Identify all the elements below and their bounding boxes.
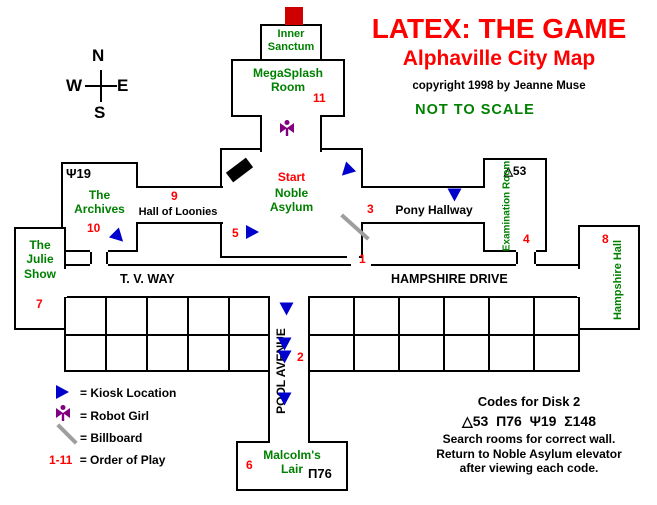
legend-order-label: = Order of Play: [79, 453, 166, 467]
grid-divider: [146, 296, 148, 372]
wall-code-malcolms-lair: Π76: [308, 466, 332, 481]
legend-billboard-label: = Billboard: [80, 431, 143, 445]
grid-divider: [533, 296, 535, 372]
compass-south-label: S: [94, 103, 106, 122]
door-gap: [516, 263, 536, 267]
codes-line: △53 Π76 Ψ19 Σ148: [461, 412, 597, 429]
room-megasplash: [231, 59, 345, 117]
door-gap: [516, 249, 536, 253]
kiosk-icon: [277, 392, 292, 406]
elevator-red-square-marker: [285, 7, 303, 25]
grid-divider: [443, 296, 445, 372]
pool-avenue-wall-left: [268, 370, 270, 443]
corridor-label-hall-of-loonies: Hall of Loonies: [138, 206, 218, 218]
kiosk-icon: [279, 302, 294, 316]
grid-divider: [353, 296, 355, 372]
codes-note-3: after viewing each code.: [459, 461, 599, 476]
corridor-hall-of-loonies: [136, 186, 223, 224]
room-label-noble-asylum: Noble Asylum: [269, 186, 314, 215]
room-malcolms-lair: [236, 441, 348, 491]
order-marker-2: 2: [297, 350, 304, 364]
legend-robot-girl-label: = Robot Girl: [80, 409, 149, 423]
wall-code-examination: △53: [503, 164, 527, 178]
order-marker-10: 10: [87, 221, 101, 235]
room-label-julie-show: The Julie Show: [24, 238, 56, 281]
room-label-archives: The Archives: [74, 188, 125, 217]
order-marker-7: 7: [36, 297, 43, 311]
compass-east-label: E: [117, 76, 129, 95]
legend-order-range: 1-11: [49, 453, 73, 467]
grid-divider: [64, 334, 270, 336]
door-gap: [347, 255, 359, 259]
wall-code-archives: Ψ19: [66, 166, 91, 181]
grid-divider: [105, 296, 107, 372]
compass-north-label: N: [92, 46, 105, 65]
robot-girl-icon: [280, 120, 294, 136]
grid-divider: [228, 296, 230, 372]
door-gap: [63, 269, 67, 297]
page-title: LATEX: THE GAME: [371, 13, 627, 44]
kiosk-icon: [277, 337, 292, 351]
legend-kiosk-label: = Kiosk Location: [80, 386, 177, 400]
order-marker-8: 8: [602, 232, 609, 246]
codes-heading: Codes for Disk 2: [477, 394, 581, 409]
codes-block: Codes for Disk 2 △53 Π76 Ψ19 Σ148 Search…: [398, 394, 657, 476]
pool-avenue-wall-right: [308, 370, 310, 443]
legend-order-row: 1-11 = Order of Play: [49, 453, 165, 467]
door-gap: [90, 263, 108, 267]
room-label-inner-sanctum: Inner Sanctum: [267, 28, 315, 54]
compass-cross-icon: [85, 70, 117, 102]
grid-divider: [398, 296, 400, 372]
kiosk-icon: [277, 350, 292, 364]
grid-divider: [187, 296, 189, 372]
street-label-hampshire-drive: HAMPSHIRE DRIVE: [391, 272, 508, 286]
street-label-tv-way: T. V. WAY: [120, 272, 175, 286]
order-marker-5: 5: [232, 226, 239, 240]
order-marker-11: 11: [313, 91, 326, 105]
order-marker-1: 1: [359, 252, 366, 266]
kiosk-icon: [447, 188, 462, 202]
door-passage-wall: [90, 252, 92, 264]
codes-note-1: Search rooms for correct wall.: [442, 432, 616, 447]
corridor-pony-hallway: [361, 186, 485, 224]
order-marker-4: 4: [523, 232, 530, 246]
order-marker-3: 3: [367, 202, 374, 216]
room-label-malcolms-lair: Malcolm's Lair: [263, 448, 321, 477]
robot-girl-icon: [56, 405, 70, 421]
corridor-label-pony-hallway: Pony Hallway: [395, 203, 473, 217]
grid-divider: [488, 296, 490, 372]
door-gap: [577, 269, 581, 297]
door-gap: [90, 249, 108, 253]
billboard-icon: [56, 423, 78, 445]
codes-note-2: Return to Noble Asylum elevator: [436, 446, 622, 461]
compass-west-label: W: [66, 76, 83, 95]
copyright-note: copyright 1998 by Jeanne Muse: [412, 80, 586, 92]
room-hampshire-hall: [578, 225, 640, 330]
door-gap: [270, 440, 308, 444]
door-passage-wall: [534, 252, 536, 264]
door-passage-wall: [106, 252, 108, 264]
order-marker-9: 9: [171, 189, 178, 203]
elevator-corridor: [260, 115, 322, 152]
room-label-megasplash: MegaSplash Room: [252, 66, 324, 95]
start-label: Start: [277, 170, 306, 184]
road-top-wall: [64, 264, 580, 266]
kiosk-icon: [246, 225, 259, 239]
order-marker-6: 6: [246, 458, 253, 472]
room-label-hampshire-hall: Hampshire Hall: [612, 239, 624, 321]
room-label-examination: Examination Room: [501, 160, 513, 252]
door-passage-wall: [516, 252, 518, 264]
kiosk-icon: [56, 385, 69, 399]
page-subtitle: Alphaville City Map: [402, 47, 596, 70]
door-gap: [351, 263, 371, 267]
scale-note: NOT TO SCALE: [415, 102, 535, 118]
